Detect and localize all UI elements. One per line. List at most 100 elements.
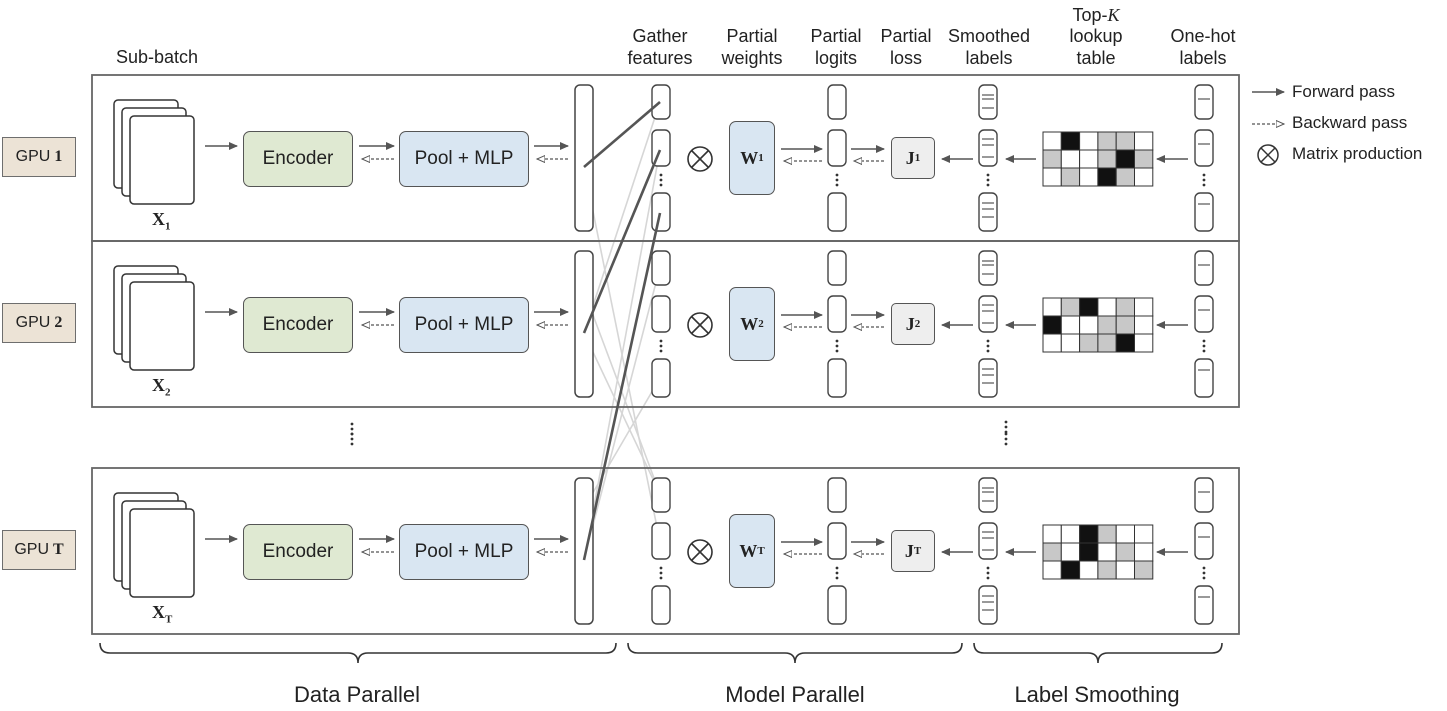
smoothed-label-dots bbox=[986, 173, 990, 177]
partial-logit-dots bbox=[835, 349, 839, 353]
topk-cell bbox=[1134, 542, 1154, 562]
legend-matrix-label: Matrix production bbox=[1292, 144, 1423, 163]
header-sub-batch: Sub-batch bbox=[116, 47, 199, 67]
partial-logit-dots bbox=[835, 183, 839, 187]
topk-cell bbox=[1115, 542, 1135, 562]
topk-cell bbox=[1134, 524, 1154, 544]
gathered-feature-dots bbox=[659, 178, 663, 182]
brace-label-smoothing bbox=[973, 642, 1223, 664]
partial-logit-dots bbox=[835, 571, 839, 575]
topk-cell bbox=[1042, 560, 1062, 580]
smoothed-label-cell bbox=[978, 295, 998, 333]
gather-link bbox=[583, 101, 661, 168]
gathered-feature-cell bbox=[651, 358, 671, 398]
topk-cell bbox=[1060, 542, 1081, 562]
topk-cell bbox=[1134, 315, 1154, 335]
topk-cell bbox=[1042, 167, 1062, 187]
matrix-product-icon-stroke bbox=[690, 542, 710, 562]
row-ellipsis bbox=[350, 437, 354, 441]
header-gather-1: Gather bbox=[632, 26, 688, 46]
topk-cell bbox=[1060, 524, 1081, 544]
one-hot-label-cell bbox=[1194, 358, 1214, 398]
topk-cell bbox=[1134, 560, 1154, 580]
feature-vector bbox=[574, 84, 594, 232]
one-hot-label-dots bbox=[1202, 339, 1206, 343]
one-hot-label-cell bbox=[1194, 84, 1214, 120]
encoder-block: Encoder bbox=[243, 131, 353, 187]
row-ellipsis bbox=[350, 432, 354, 436]
topk-cell bbox=[1079, 524, 1099, 544]
topk-cell bbox=[1060, 131, 1081, 151]
topk-cell bbox=[1079, 131, 1099, 151]
gathered-feature-cell bbox=[651, 522, 671, 560]
topk-cell bbox=[1115, 315, 1135, 335]
legend-matrix-icon-stroke bbox=[1260, 147, 1276, 163]
topk-cell bbox=[1042, 542, 1062, 562]
topk-cell bbox=[1060, 167, 1081, 187]
topk-cell bbox=[1079, 149, 1099, 169]
topk-cell bbox=[1134, 131, 1154, 151]
one-hot-label-dots bbox=[1202, 566, 1206, 570]
partial-logit-cell bbox=[827, 84, 847, 120]
topk-cell bbox=[1097, 297, 1117, 317]
input-label: X1 bbox=[152, 209, 171, 233]
pool-mlp-block: Pool + MLP bbox=[399, 131, 529, 187]
topk-cell bbox=[1097, 131, 1117, 151]
partial-logit-cell bbox=[827, 129, 847, 167]
topk-cell bbox=[1097, 560, 1117, 580]
partial-logit-cell bbox=[827, 295, 847, 333]
row-ellipsis bbox=[1004, 420, 1008, 424]
one-hot-label-dots bbox=[1202, 183, 1206, 187]
smoothed-label-dots bbox=[986, 571, 990, 575]
one-hot-label-cell bbox=[1194, 192, 1214, 232]
feature-vector bbox=[574, 477, 594, 625]
topk-cell bbox=[1115, 524, 1135, 544]
gather-link-faint bbox=[583, 377, 661, 509]
row-ellipsis bbox=[1004, 442, 1008, 446]
one-hot-label-cell bbox=[1194, 129, 1214, 167]
gathered-feature-dots bbox=[659, 173, 663, 177]
topk-cell bbox=[1115, 131, 1135, 151]
one-hot-label-dots bbox=[1202, 178, 1206, 182]
gather-link-faint bbox=[583, 101, 661, 334]
gathered-feature-dots bbox=[659, 183, 663, 187]
gathered-feature-dots bbox=[659, 571, 663, 575]
topk-cell bbox=[1060, 149, 1081, 169]
partial-logit-dots bbox=[835, 339, 839, 343]
gathered-feature-dots bbox=[659, 349, 663, 353]
smoothed-label-cell bbox=[978, 358, 998, 398]
pool-mlp-block: Pool + MLP bbox=[399, 297, 529, 353]
topk-cell bbox=[1134, 149, 1154, 169]
smoothed-label-cell bbox=[978, 522, 998, 560]
row-ellipsis bbox=[1004, 437, 1008, 441]
smoothed-label-dots bbox=[986, 344, 990, 348]
gathered-feature-cell bbox=[651, 192, 671, 232]
smoothed-label-cell bbox=[978, 250, 998, 286]
one-hot-label-dots bbox=[1202, 576, 1206, 580]
smoothed-label-dots bbox=[986, 339, 990, 343]
row-ellipsis bbox=[1004, 425, 1008, 429]
smoothed-label-dots bbox=[986, 183, 990, 187]
smoothed-label-dots bbox=[986, 576, 990, 580]
encoder-block: Encoder bbox=[243, 524, 353, 580]
header-topk-2: lookup bbox=[1069, 26, 1123, 46]
topk-cell bbox=[1115, 297, 1135, 317]
partial-logit-dots bbox=[835, 178, 839, 182]
partial-logit-cell bbox=[827, 477, 847, 513]
gathered-feature-cell bbox=[651, 477, 671, 513]
gathered-feature-dots bbox=[659, 576, 663, 580]
row-ellipsis bbox=[1004, 432, 1008, 436]
topk-cell bbox=[1079, 315, 1099, 335]
topk-cell bbox=[1042, 297, 1062, 317]
brace-model-parallel bbox=[627, 642, 963, 664]
smoothed-label-dots bbox=[986, 566, 990, 570]
one-hot-label-cell bbox=[1194, 585, 1214, 625]
pool-mlp-block: Pool + MLP bbox=[399, 524, 529, 580]
